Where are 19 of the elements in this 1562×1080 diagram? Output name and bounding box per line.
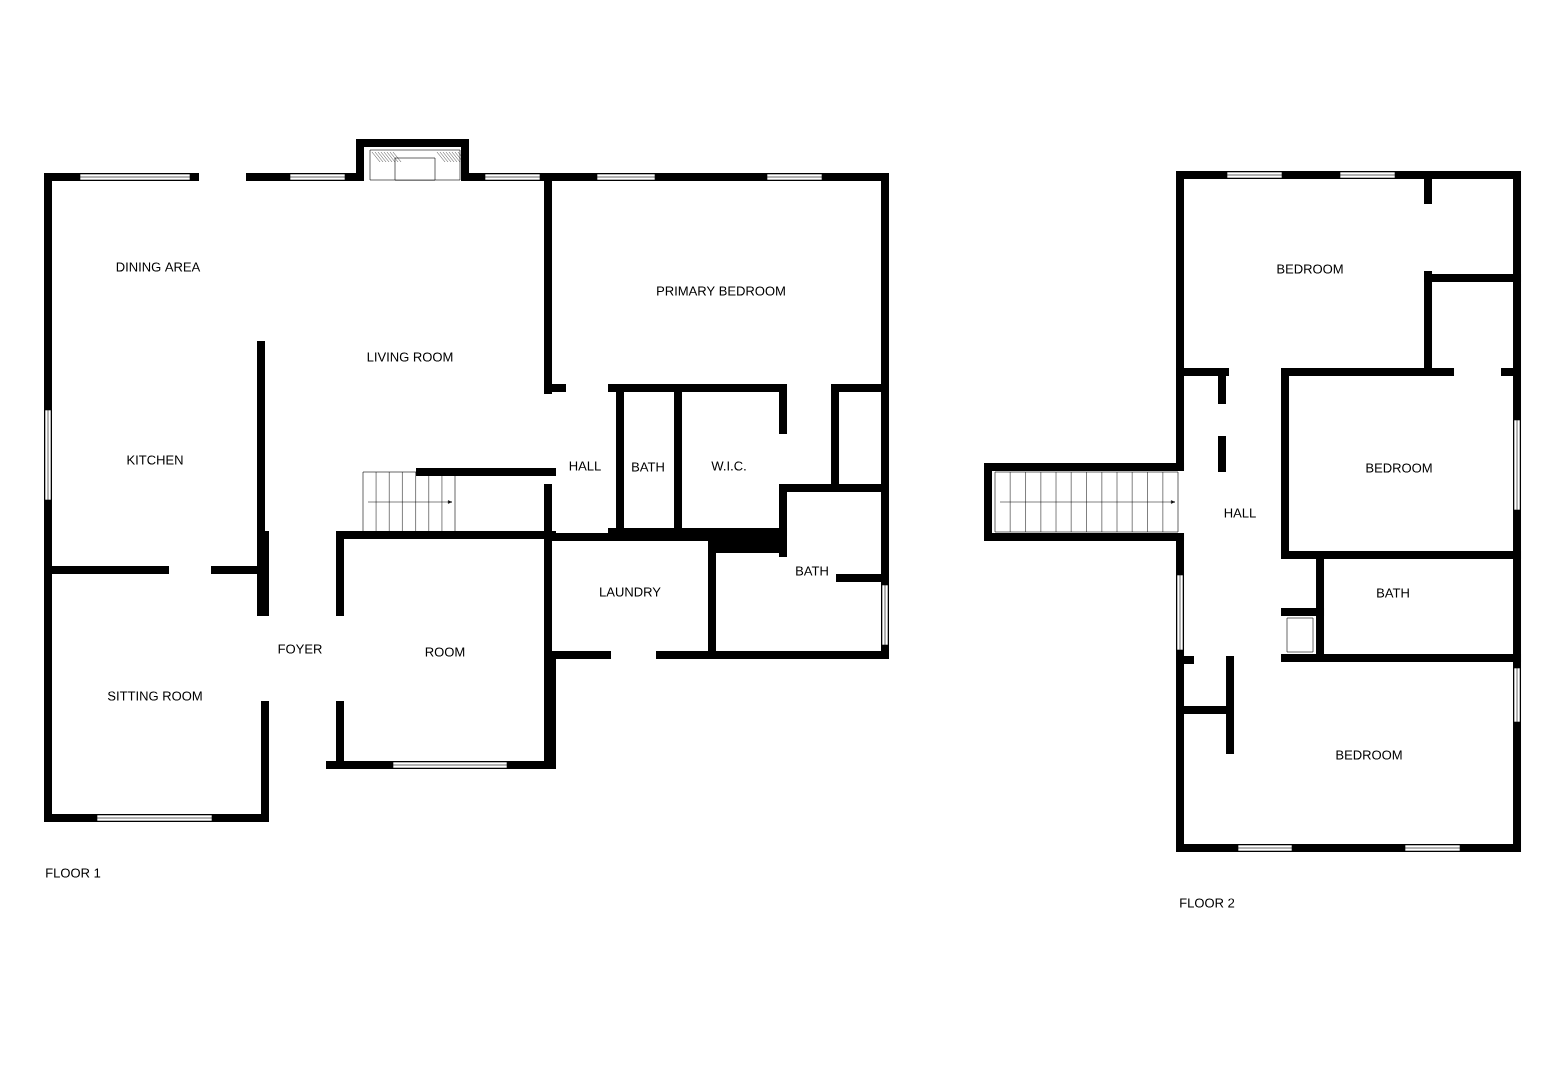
room-label: KITCHEN: [127, 455, 183, 465]
room-label: DINING AREA: [116, 262, 201, 272]
room-label: LIVING ROOM: [367, 352, 453, 362]
floor-label: FLOOR 2: [1180, 898, 1235, 908]
room-label: ROOM: [425, 647, 465, 657]
room-label: SITTING ROOM: [107, 691, 202, 701]
room-label: HALL: [569, 461, 601, 471]
room-label: BEDROOM: [1336, 750, 1402, 760]
room-label: BEDROOM: [1366, 463, 1432, 473]
room-label: LAUNDRY: [600, 587, 661, 597]
room-label: PRIMARY BEDROOM: [657, 286, 785, 296]
floor-label: FLOOR 1: [46, 868, 101, 878]
room-label: HALL: [1224, 508, 1256, 518]
room-label: BATH: [796, 566, 828, 576]
room-label: BATH: [632, 462, 664, 472]
room-label: BEDROOM: [1277, 264, 1343, 274]
room-label: FOYER: [278, 644, 322, 654]
room-label: BATH: [1377, 588, 1409, 598]
room-label: W.I.C.: [711, 461, 746, 471]
